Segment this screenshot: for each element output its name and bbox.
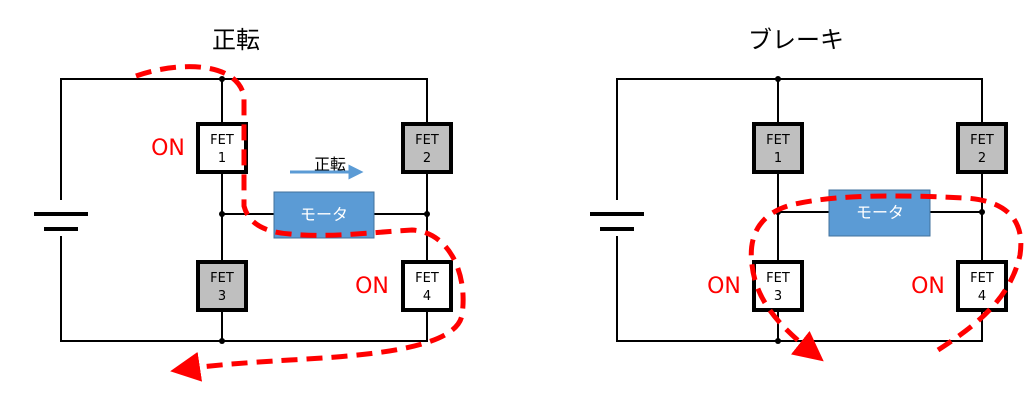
right-panel-title: ブレーキ [748, 26, 844, 54]
left-panel-title: 正転 [212, 26, 260, 54]
left-panel: 正転 モータ 正転 FET 1 [34, 26, 466, 382]
right-battery-symbol [590, 200, 644, 236]
right-current-path-arrow [748, 193, 1024, 362]
right-fet-4: FET 4 [956, 260, 1008, 312]
right-fet-3: FET 3 [752, 260, 804, 312]
right-fet-1-line2: 1 [774, 151, 782, 166]
left-fet-2-line2: 2 [423, 151, 431, 166]
right-fet-2-line1: FET [970, 133, 994, 148]
right-fet-4-on-label: ON [911, 274, 945, 299]
left-current-path-arrow [135, 64, 466, 382]
left-fet-1: FET 1 [196, 122, 248, 174]
right-fet-2-line2: 2 [978, 151, 986, 166]
left-fet-2: FET 2 [401, 122, 453, 174]
right-fet-3-line1: FET [766, 271, 790, 286]
right-fet-3-on-label: ON [707, 274, 741, 299]
left-fet-4-line1: FET [415, 271, 439, 286]
left-fet-4-on-label: ON [355, 274, 389, 299]
left-direction-label: 正転 [314, 155, 346, 174]
left-direction-indicator: 正転 [290, 155, 364, 180]
left-battery-symbol [34, 200, 88, 236]
right-fet-1-line1: FET [766, 133, 790, 148]
left-fet-1-line2: 1 [218, 151, 226, 166]
left-fet-3-line2: 3 [218, 289, 226, 304]
left-motor: モータ [273, 191, 375, 239]
left-fet-3-line1: FET [210, 271, 234, 286]
left-fet-3: FET 3 [196, 260, 248, 312]
left-fet-4-line2: 4 [423, 289, 431, 304]
right-panel: ブレーキ モータ FET 1 FET [590, 26, 1024, 362]
left-fet-2-line1: FET [415, 133, 439, 148]
left-fet-4: FET 4 [401, 260, 453, 312]
right-fet-2: FET 2 [956, 122, 1008, 174]
left-junction-dots [219, 76, 430, 344]
right-fet-4-line1: FET [970, 271, 994, 286]
right-fet-3-line2: 3 [774, 289, 782, 304]
right-motor-label: モータ [856, 203, 904, 222]
right-fet-4-line2: 4 [978, 289, 986, 304]
left-fet-1-line1: FET [210, 133, 234, 148]
right-fet-1: FET 1 [752, 122, 804, 174]
left-fet-1-on-label: ON [151, 136, 185, 161]
left-motor-label: モータ [300, 205, 348, 224]
